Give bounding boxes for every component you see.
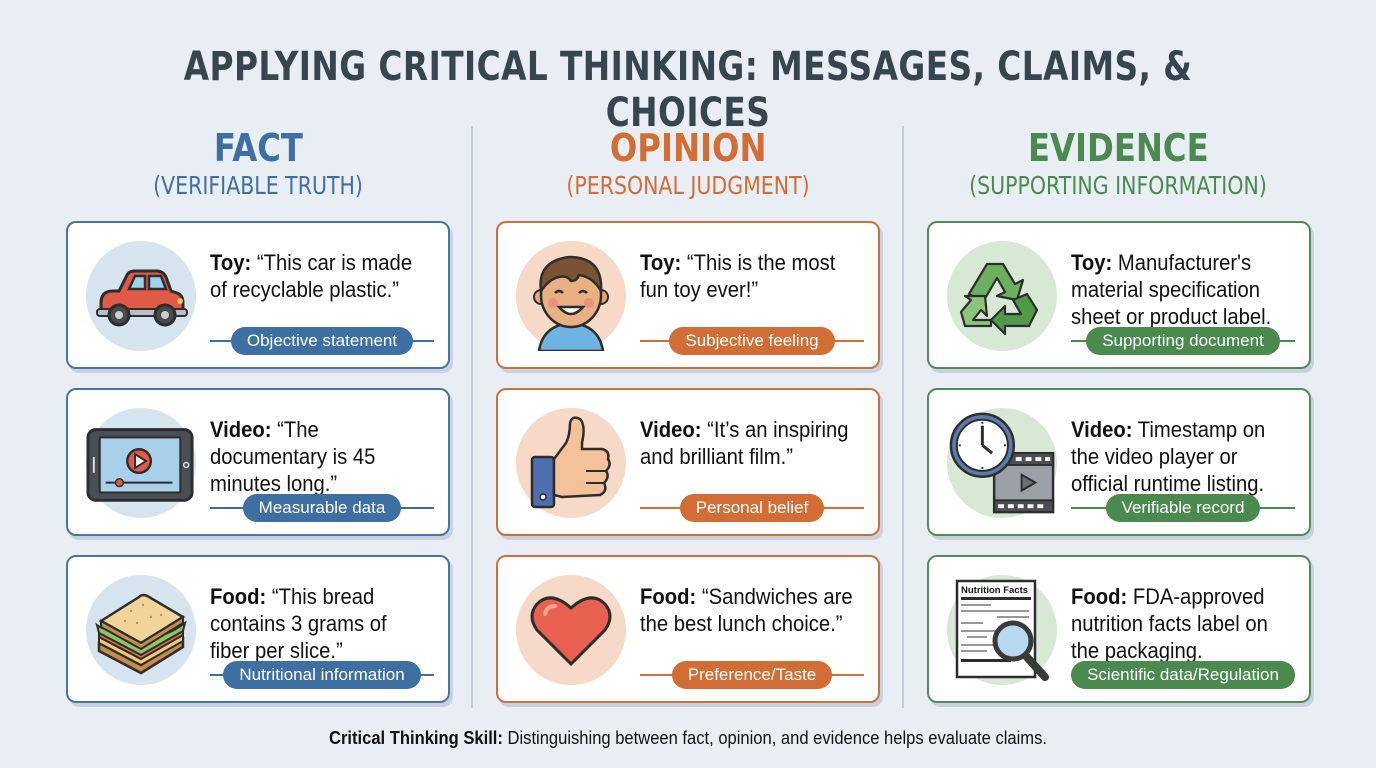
tag-row: Subjective feeling: [640, 327, 864, 355]
category-tag: Preference/Taste: [671, 661, 833, 689]
nutrition-facts-heading: Nutrition Facts: [961, 585, 1028, 596]
fact-subtitle: (VERIFIABLE TRUTH): [153, 171, 363, 200]
clock-film-icon: [947, 408, 1057, 518]
fact-card-video: Video: “The documentary is 45 minutes lo…: [66, 388, 450, 536]
fact-title: FACT: [213, 126, 303, 170]
card-statement: Video: Timestamp on the video player or …: [1071, 417, 1266, 496]
fact-header: FACT (VERIFIABLE TRUTH): [58, 126, 458, 210]
category-tag: Nutritional information: [223, 661, 421, 689]
card-statement: Food: FDA-approved nutrition facts label…: [1071, 584, 1268, 663]
recycle-icon: [947, 241, 1057, 351]
sandwich-icon: [86, 575, 196, 685]
tag-row: Objective statement: [210, 327, 434, 355]
footer-note: Critical Thinking Skill: Distinguishing …: [329, 728, 1047, 748]
category-tag: Measurable data: [242, 494, 402, 522]
evidence-card-food: Nutrition Facts Food: FDA-approved nutri…: [927, 555, 1311, 703]
fact-column: FACT (VERIFIABLE TRUTH): [58, 126, 458, 210]
category-tag: Verifiable record: [1105, 494, 1261, 522]
category-tag: Scientific data/Regulation: [1071, 661, 1295, 689]
opinion-card-video: Video: “It’s an inspiring and brilliant …: [496, 388, 880, 536]
tag-row: Nutritional information: [210, 661, 434, 689]
evidence-column: EVIDENCE (SUPPORTING INFORMATION): [918, 126, 1318, 210]
evidence-subtitle: (SUPPORTING INFORMATION): [969, 171, 1267, 200]
tag-row: Personal belief: [640, 494, 864, 522]
category-tag: Personal belief: [679, 494, 825, 522]
tag-row: Measurable data: [210, 494, 434, 522]
tag-row: Preference/Taste: [640, 661, 864, 689]
smiling-child-icon: [516, 241, 626, 351]
thumbs-up-icon: [516, 408, 626, 518]
heart-icon: [516, 575, 626, 685]
category-tag: Supporting document: [1086, 327, 1280, 355]
page-title: APPLYING CRITICAL THINKING: MESSAGES, CL…: [183, 44, 1193, 136]
opinion-subtitle: (PERSONAL JUDGMENT): [566, 171, 810, 200]
evidence-title: EVIDENCE: [1027, 126, 1209, 170]
opinion-header: OPINION (PERSONAL JUDGMENT): [488, 126, 888, 210]
card-statement: Toy: “This car is made of recyclable pla…: [210, 250, 413, 302]
car-icon: [86, 241, 196, 351]
column-divider-2: [902, 126, 904, 708]
nutrition-label-magnifier-icon: Nutrition Facts: [947, 575, 1057, 685]
tag-row: Supporting document: [1071, 327, 1295, 355]
tag-row: Scientific data/Regulation: [1071, 661, 1295, 689]
tag-row: Verifiable record: [1071, 494, 1295, 522]
opinion-column: OPINION (PERSONAL JUDGMENT): [488, 126, 888, 210]
opinion-card-toy: Toy: “This is the most fun toy ever!” Su…: [496, 221, 880, 369]
evidence-header: EVIDENCE (SUPPORTING INFORMATION): [918, 126, 1318, 210]
card-statement: Video: “It’s an inspiring and brilliant …: [640, 417, 849, 469]
opinion-card-food: Food: “Sandwiches are the best lunch cho…: [496, 555, 880, 703]
fact-card-food: Food: “This bread contains 3 grams of fi…: [66, 555, 450, 703]
card-statement: Video: “The documentary is 45 minutes lo…: [210, 417, 376, 496]
card-statement: Food: “This bread contains 3 grams of fi…: [210, 584, 387, 663]
card-statement: Toy: “This is the most fun toy ever!”: [640, 250, 836, 302]
card-statement: Toy: Manufacturer's material specificati…: [1071, 250, 1272, 329]
evidence-card-video: Video: Timestamp on the video player or …: [927, 388, 1311, 536]
evidence-card-toy: Toy: Manufacturer's material specificati…: [927, 221, 1311, 369]
opinion-title: OPINION: [609, 126, 767, 170]
category-tag: Objective statement: [230, 327, 414, 355]
card-statement: Food: “Sandwiches are the best lunch cho…: [640, 584, 853, 636]
fact-card-toy: Toy: “This car is made of recyclable pla…: [66, 221, 450, 369]
tablet-video-icon: [86, 408, 196, 518]
column-divider-1: [471, 126, 473, 708]
category-tag: Subjective feeling: [669, 327, 835, 355]
